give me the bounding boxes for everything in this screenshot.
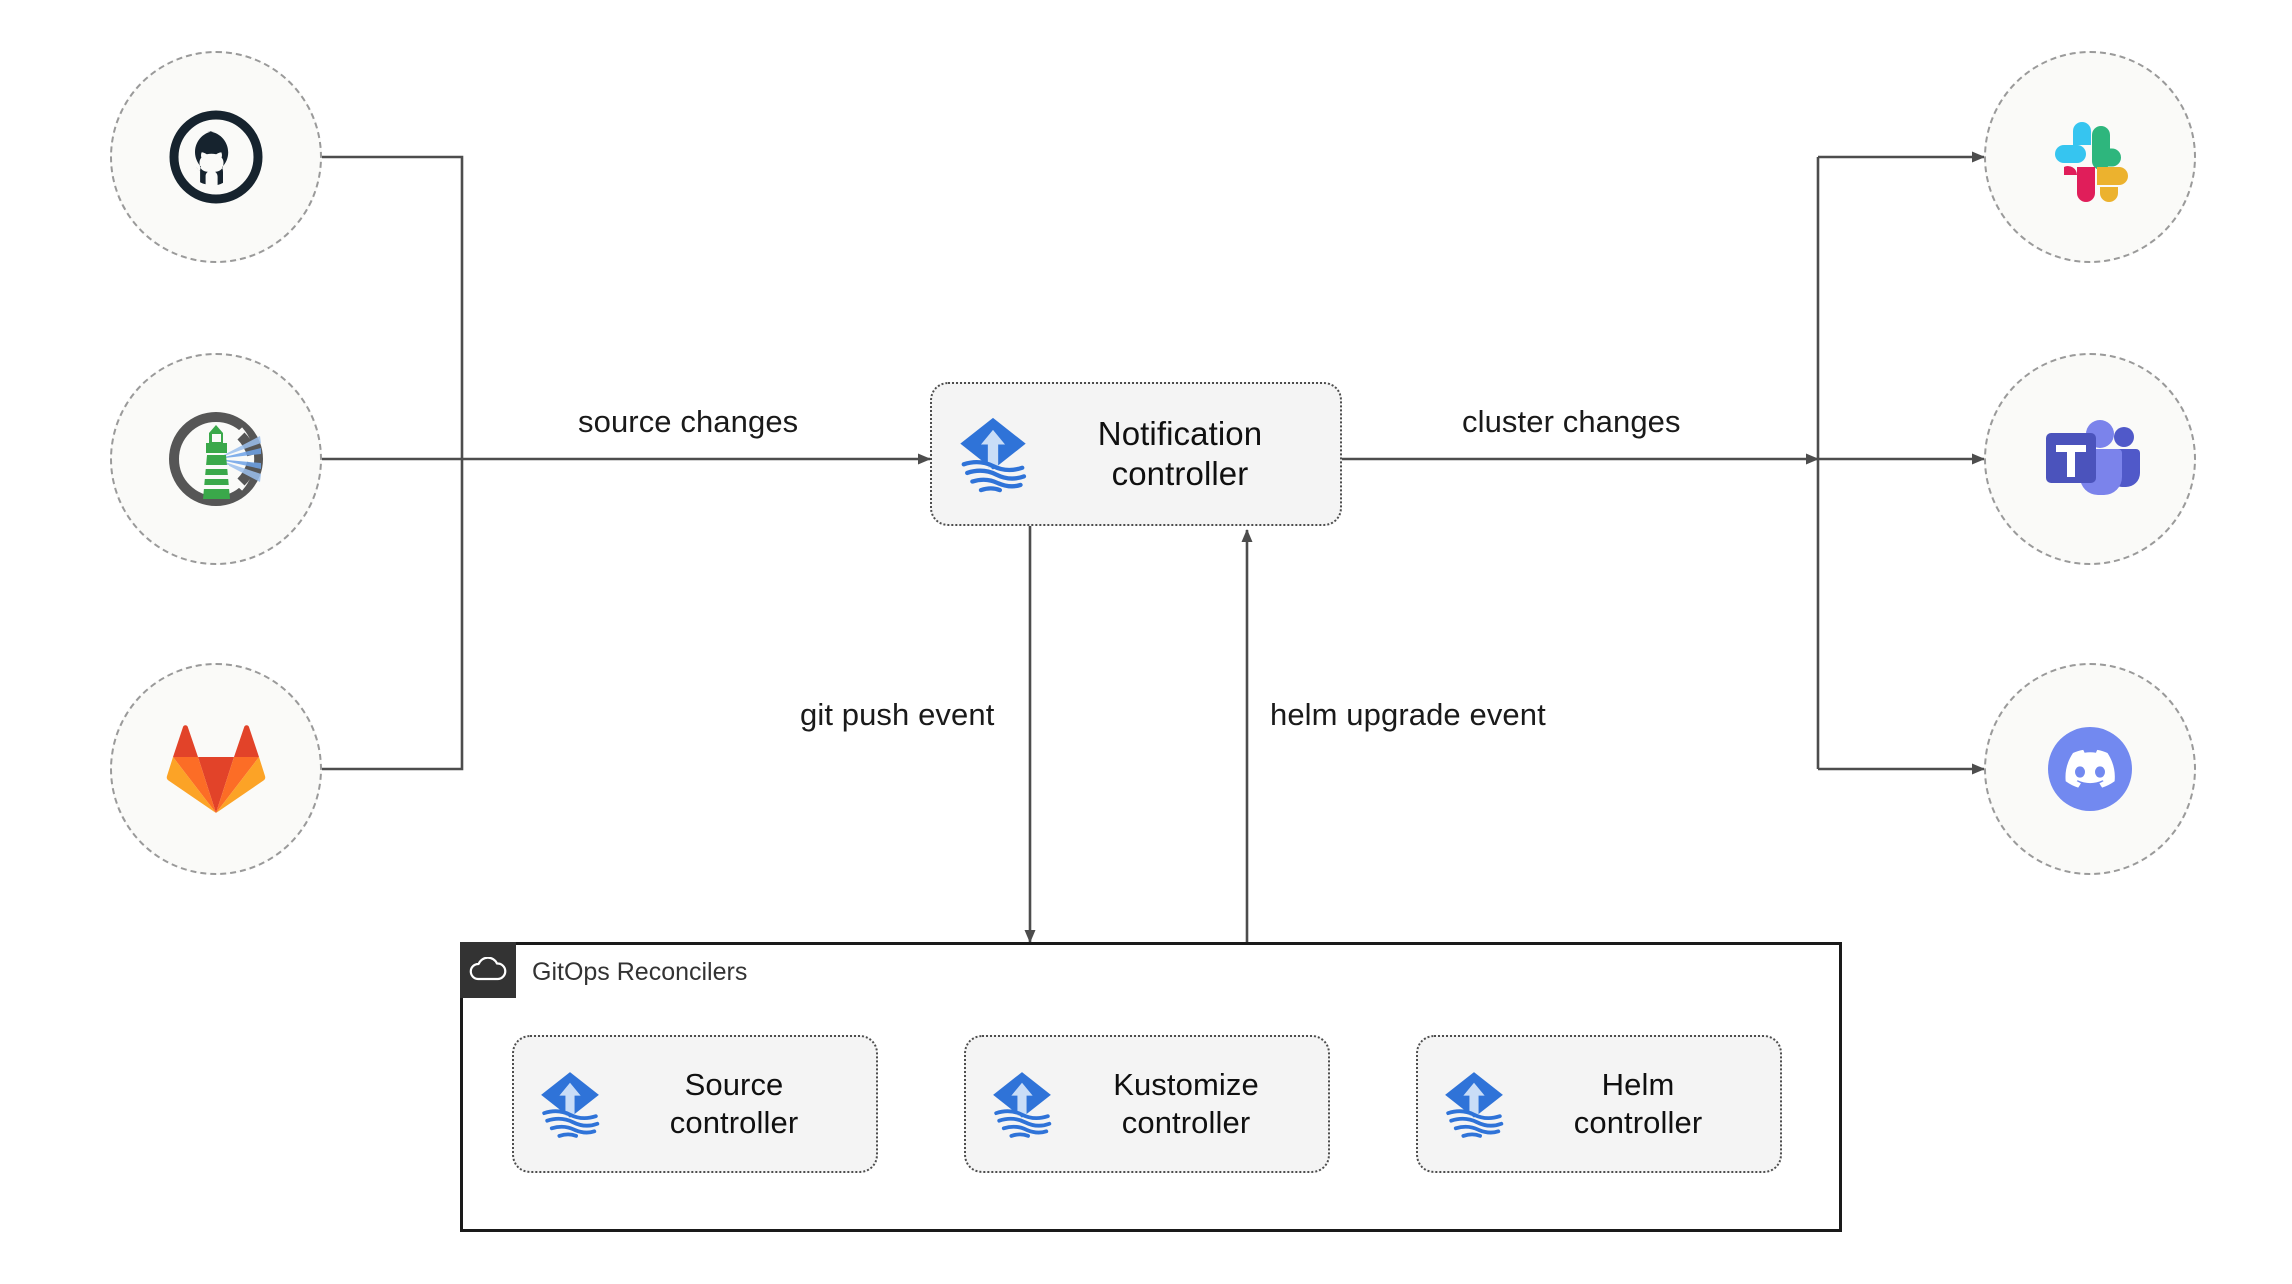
microsoft-teams-icon — [2046, 420, 2140, 495]
slack-icon — [2055, 122, 2128, 202]
helm-controller-box[interactable]: Helm controller — [1416, 1035, 1782, 1173]
provider-node-teams[interactable] — [1984, 353, 2196, 565]
flux-logo-icon — [1445, 1072, 1504, 1138]
flux-logo-icon — [993, 1072, 1052, 1138]
source-node-flux[interactable] — [110, 353, 322, 565]
gitops-reconcilers-tab — [460, 942, 516, 998]
source-node-github[interactable] — [110, 51, 322, 263]
source-controller-box[interactable]: Source controller — [512, 1035, 878, 1173]
provider-node-discord[interactable] — [1984, 663, 2196, 875]
source-controller-label: Source controller — [669, 1067, 799, 1140]
flux-logo-icon — [541, 1072, 600, 1138]
provider-node-slack[interactable] — [1984, 51, 2196, 263]
gitlab-icon — [166, 725, 266, 813]
github-icon — [169, 110, 263, 204]
flux-lighthouse-icon — [169, 412, 263, 506]
edge-label-cluster-changes: cluster changes — [1462, 404, 1681, 439]
edge-label-git-push-event: git push event — [800, 697, 995, 732]
flux-logo-icon — [960, 417, 1027, 493]
kustomize-controller-box[interactable]: Kustomize controller — [964, 1035, 1330, 1173]
source-node-gitlab[interactable] — [110, 663, 322, 875]
discord-icon — [2048, 727, 2132, 811]
edge-label-source-changes: source changes — [578, 404, 799, 439]
kustomize-controller-label: Kustomize controller — [1113, 1067, 1259, 1140]
notification-controller-label: Notification controller — [1097, 414, 1263, 492]
notification-controller-box[interactable]: Notification controller — [930, 382, 1342, 526]
cloud-icon — [469, 957, 507, 981]
edge-label-helm-upgrade-event: helm upgrade event — [1270, 697, 1546, 732]
helm-controller-label: Helm controller — [1573, 1067, 1703, 1140]
gitops-reconcilers-title: GitOps Reconcilers — [532, 958, 748, 986]
